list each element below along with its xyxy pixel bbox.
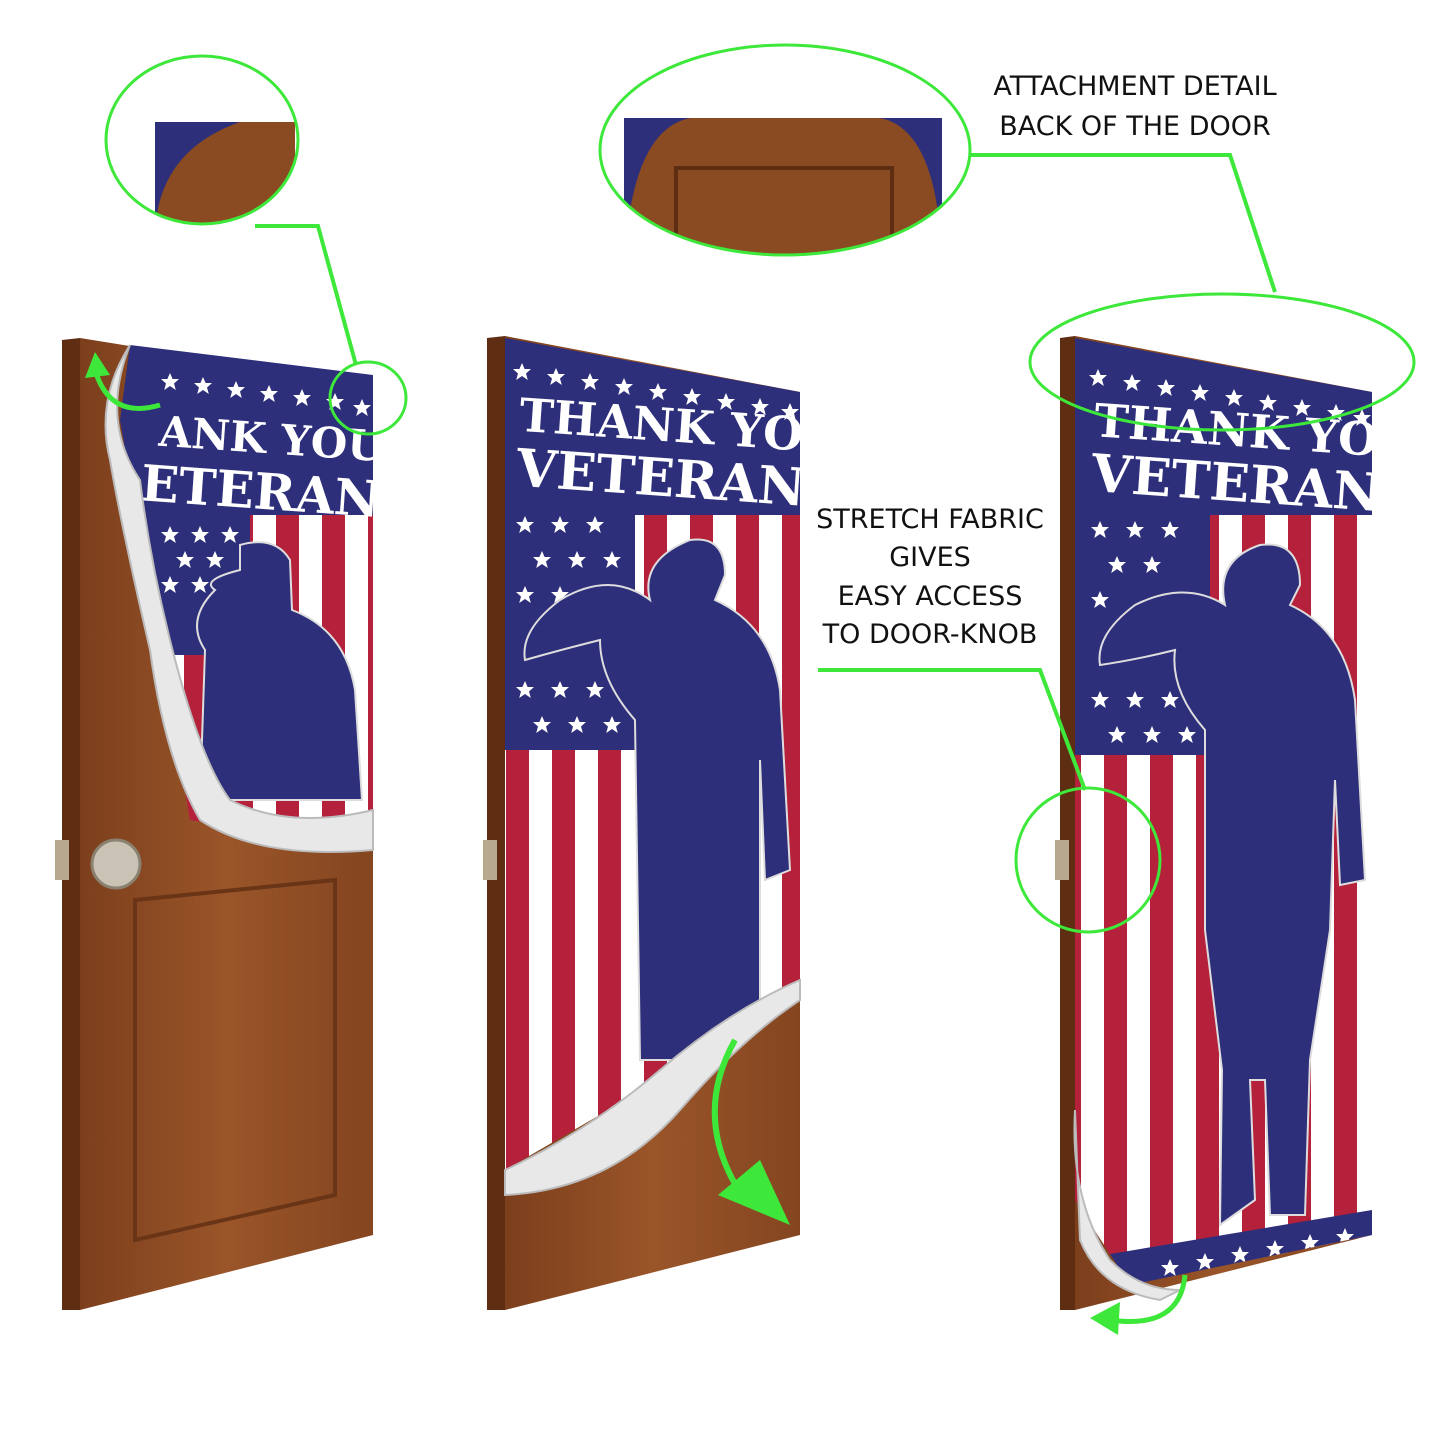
gives-label: GIVES <box>889 542 971 573</box>
soldier-silhouette <box>523 538 792 1061</box>
detail-zoom-top <box>598 43 972 257</box>
fabric-fold <box>504 978 801 1197</box>
pull-down-arrow-icon <box>711 1038 748 1202</box>
soldier-silhouette <box>196 541 364 801</box>
easy-access-label: EASY ACCESS <box>838 581 1023 612</box>
door-knob-icon <box>90 838 142 890</box>
back-of-door-label: BACK OF THE DOOR <box>999 111 1271 142</box>
door-right: THANK YOU VETERANS <box>1055 336 1372 1310</box>
stretch-fabric-label: STRETCH FABRIC <box>816 504 1044 535</box>
fabric-fold <box>1073 1109 1181 1302</box>
door-middle: THANK YOU VETERANS <box>483 336 801 1310</box>
attachment-detail-label: ATTACHMENT DETAIL <box>993 71 1276 102</box>
soldier-silhouette <box>1098 543 1367 1227</box>
detail-zoom-left <box>104 54 300 226</box>
fabric-fold <box>104 344 374 853</box>
wrap-under-arrow-icon <box>1109 1274 1188 1324</box>
door-left: ANK YOU ETERANS <box>55 338 374 1310</box>
door-knob-label: TO DOOR-KNOB <box>822 619 1038 650</box>
